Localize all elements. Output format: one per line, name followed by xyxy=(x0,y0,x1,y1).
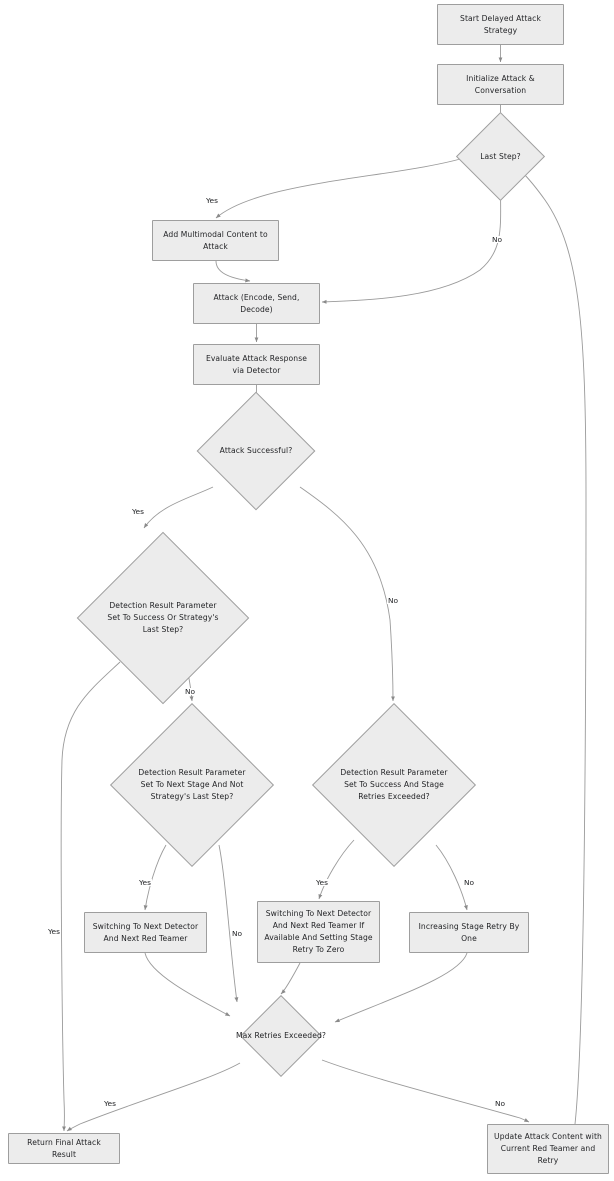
node-evaluate-attack-response[interactable]: Evaluate Attack Response via Detector xyxy=(193,344,320,385)
node-attack-encode-send-decode[interactable]: Attack (Encode, Send, Decode) xyxy=(193,283,320,324)
node-label: Evaluate Attack Response via Detector xyxy=(205,353,308,375)
edge-switch1-maxretries xyxy=(144,952,231,1017)
node-switching-next-detector-red-teamer[interactable]: Switching To Next Detector And Next Red … xyxy=(84,912,207,953)
node-detection-result-next-stage[interactable]: Detection Result Parameter Set To Next S… xyxy=(109,702,275,868)
node-label: Attack Successful? xyxy=(219,446,293,456)
edge-label-detnext-yes: Yes xyxy=(138,878,152,887)
node-update-attack-content-retry[interactable]: Update Attack Content with Current Red T… xyxy=(487,1124,609,1174)
node-label: Detection Result Parameter Set To Succes… xyxy=(107,601,219,634)
edge-update-laststep xyxy=(521,171,587,1125)
edge-detretries-switch2 xyxy=(318,839,355,900)
node-detection-result-success-or-last-step[interactable]: Detection Result Parameter Set To Succes… xyxy=(74,531,252,705)
edge-label-maxretries-no: No xyxy=(494,1099,507,1108)
edge-success-detretries xyxy=(299,486,395,702)
edge-detnext-maxretries xyxy=(218,844,239,1003)
edge-laststep-multimodal xyxy=(215,156,470,219)
node-label: Add Multimodal Content to Attack xyxy=(163,229,268,251)
node-detection-result-stage-retries-exceeded[interactable]: Detection Result Parameter Set To Succes… xyxy=(311,702,477,868)
edge-laststep-attack xyxy=(321,187,502,304)
edge-label-detretries-yes: Yes xyxy=(315,878,329,887)
node-label: Start Delayed Attack Strategy xyxy=(460,13,541,35)
node-switching-next-detector-reset-stage-retry[interactable]: Switching To Next Detector And Next Red … xyxy=(257,901,380,963)
edge-detnext-switch1 xyxy=(143,844,167,911)
node-label: Increasing Stage Retry By One xyxy=(418,921,520,943)
edge-detsuccess-return xyxy=(60,661,121,1132)
edge-label-success-yes: Yes xyxy=(131,507,145,516)
node-max-retries-exceeded-decision[interactable]: Max Retries Exceeded? xyxy=(222,994,340,1078)
node-label: Return Final Attack Result xyxy=(27,1137,101,1159)
edge-label-laststep-no: No xyxy=(491,235,504,244)
edge-success-detsuccess xyxy=(143,486,214,529)
edge-label-detretries-no: No xyxy=(463,878,476,887)
node-label: Detection Result Parameter Set To Next S… xyxy=(138,768,246,801)
edge-label-detsuccess-yes: Yes xyxy=(47,927,61,936)
edge-multimodal-attack xyxy=(215,260,251,283)
edge-switch2-maxretries xyxy=(280,962,301,995)
edge-label-detnext-no: No xyxy=(231,929,244,938)
node-start-delayed-attack-strategy[interactable]: Start Delayed Attack Strategy xyxy=(437,4,564,45)
edge-label-detsuccess-no: No xyxy=(184,687,197,696)
node-add-multimodal-content[interactable]: Add Multimodal Content to Attack xyxy=(152,220,279,261)
node-label: Attack (Encode, Send, Decode) xyxy=(213,292,300,314)
node-return-final-attack-result[interactable]: Return Final Attack Result xyxy=(8,1133,120,1164)
edge-maxretries-return xyxy=(66,1062,241,1132)
node-label: Initialize Attack & Conversation xyxy=(466,73,535,95)
edge-label-laststep-yes: Yes xyxy=(205,196,219,205)
node-label: Update Attack Content with Current Red T… xyxy=(494,1132,602,1165)
node-attack-successful-decision[interactable]: Attack Successful? xyxy=(196,391,316,511)
edge-label-maxretries-yes: Yes xyxy=(103,1099,117,1108)
edge-maxretries-update xyxy=(321,1059,530,1123)
node-label: Switching To Next Detector And Next Red … xyxy=(264,909,373,954)
edge-label-success-no: No xyxy=(387,596,400,605)
node-increasing-stage-retry[interactable]: Increasing Stage Retry By One xyxy=(409,912,529,953)
node-initialize-attack-conversation[interactable]: Initialize Attack & Conversation xyxy=(437,64,564,105)
edge-increase-maxretries xyxy=(334,952,468,1023)
node-last-step-decision[interactable]: Last Step? xyxy=(455,111,546,202)
node-label: Max Retries Exceeded? xyxy=(235,1031,327,1041)
node-label: Last Step? xyxy=(480,151,521,161)
node-label: Switching To Next Detector And Next Red … xyxy=(92,921,199,943)
edge-detretries-increase xyxy=(435,844,468,911)
node-label: Detection Result Parameter Set To Succes… xyxy=(340,768,448,801)
